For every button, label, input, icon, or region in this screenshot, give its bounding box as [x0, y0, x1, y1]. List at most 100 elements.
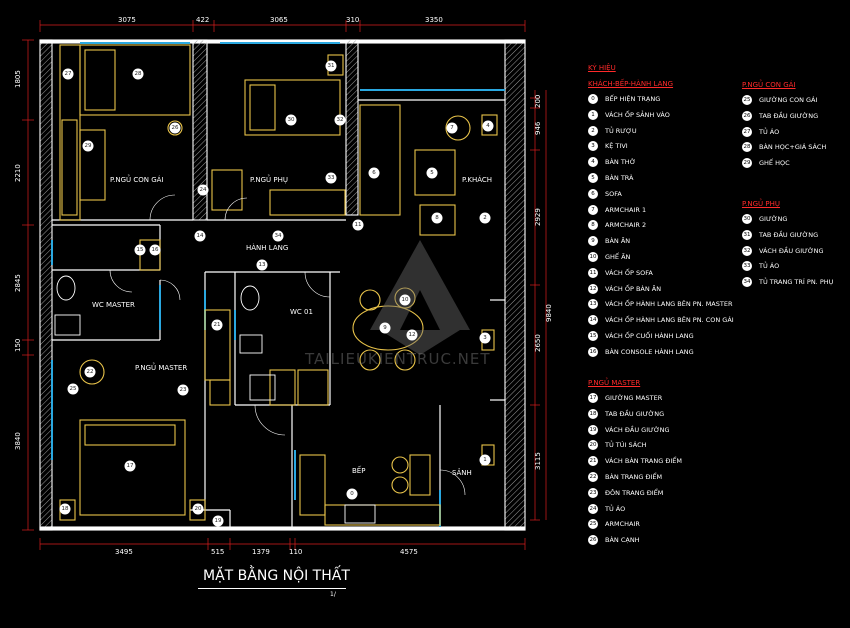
plan-marker-number: 33: [328, 175, 335, 181]
svg-text:SẢNH: SẢNH: [452, 468, 472, 477]
svg-text:3075: 3075: [118, 16, 136, 24]
watermark-logo: [370, 240, 470, 355]
plan-marker-bubble: [325, 60, 337, 72]
door-swings: [109, 194, 466, 496]
plan-marker-number: 14: [197, 233, 204, 239]
plan-marker-number: 10: [402, 297, 409, 303]
plan-marker-bubble: [285, 114, 297, 126]
plan-marker-bubble: [431, 212, 443, 224]
svg-text:1805: 1805: [14, 70, 22, 88]
svg-text:WC MASTER: WC MASTER: [92, 301, 135, 309]
plan-marker-bubble: [399, 294, 411, 306]
plan-marker-number: 32: [337, 117, 344, 123]
plan-marker-bubble: [256, 259, 268, 271]
svg-text:2210: 2210: [14, 164, 22, 182]
svg-text:150: 150: [14, 339, 22, 352]
svg-text:3065: 3065: [270, 16, 288, 24]
watermark-text: TAILIEUKIENTRUC.NET: [305, 350, 491, 368]
plan-marker-number: 13: [259, 262, 266, 268]
plan-marker-number: 18: [62, 506, 69, 512]
plan-marker-bubble: [325, 172, 337, 184]
plan-marker-number: 27: [65, 71, 72, 77]
plan-marker-number: 3: [483, 335, 487, 341]
svg-text:P.KHÁCH: P.KHÁCH: [462, 175, 492, 184]
plan-marker-number: 6: [372, 170, 376, 176]
windows: [51, 42, 505, 527]
plan-marker-bubble: [197, 184, 209, 196]
svg-text:BẾP: BẾP: [352, 465, 365, 475]
plan-marker-bubble: [426, 167, 438, 179]
plan-marker-number: 7: [450, 125, 454, 131]
plan-marker-bubble: [379, 322, 391, 334]
plan-marker-bubble: [479, 212, 491, 224]
svg-text:2650: 2650: [534, 334, 542, 352]
bathroom-fixtures: [54, 275, 376, 524]
plan-marker-number: 2: [483, 215, 487, 221]
svg-text:3840: 3840: [14, 432, 22, 450]
plan-marker-bubble: [192, 503, 204, 515]
plan-marker-bubble: [334, 114, 346, 126]
plan-marker-bubble: [346, 488, 358, 500]
plan-marker-number: 29: [85, 143, 92, 149]
svg-text:WC 01: WC 01: [290, 308, 313, 316]
plan-marker-number: 34: [275, 233, 282, 239]
svg-text:P.NGỦ MASTER: P.NGỦ MASTER: [135, 362, 187, 372]
plan-marker-number: 31: [328, 63, 335, 69]
plan-marker-number: 12: [409, 332, 416, 338]
drawing-scale: 1/: [330, 591, 336, 598]
plan-marker-bubble: [84, 366, 96, 378]
svg-text:515: 515: [211, 548, 224, 556]
plan-marker-number: 9: [383, 325, 387, 331]
dimension-lines: [22, 20, 547, 550]
svg-text:P.NGỦ PHỤ: P.NGỦ PHỤ: [250, 174, 288, 184]
plan-marker-number: 25: [70, 386, 77, 392]
plan-marker-number: 22: [87, 369, 94, 375]
svg-text:946: 946: [534, 121, 542, 135]
plan-marker-bubble: [368, 167, 380, 179]
svg-text:HÀNH LANG: HÀNH LANG: [246, 243, 288, 252]
svg-text:422: 422: [196, 16, 209, 24]
plan-marker-bubble: [482, 120, 494, 132]
svg-text:2929: 2929: [534, 208, 542, 226]
svg-text:3115: 3115: [534, 452, 542, 470]
plan-marker-number: 1: [483, 457, 487, 463]
plan-marker-bubble: [211, 319, 223, 331]
plan-marker-number: 11: [355, 222, 362, 228]
plan-marker-bubble: [67, 383, 79, 395]
plan-marker-number: 24: [200, 187, 207, 193]
svg-text:110: 110: [289, 548, 302, 556]
svg-text:310: 310: [346, 16, 359, 24]
plan-marker-bubble: [132, 68, 144, 80]
plan-marker-number: 21: [214, 322, 221, 328]
plan-marker-bubble: [212, 515, 224, 527]
plan-marker-number: 15: [137, 247, 144, 253]
plan-marker-number: 19: [215, 518, 222, 524]
svg-text:1379: 1379: [252, 548, 270, 556]
plan-marker-number: 20: [195, 506, 202, 512]
svg-text:3350: 3350: [425, 16, 443, 24]
plan-marker-number: 5: [430, 170, 434, 176]
plan-marker-number: 26: [172, 125, 179, 131]
plan-marker-bubble: [124, 460, 136, 472]
svg-text:3495: 3495: [115, 548, 133, 556]
plan-marker-number: 4: [486, 123, 490, 129]
plan-marker-bubble: [82, 140, 94, 152]
plan-marker-bubble: [446, 122, 458, 134]
plan-marker-bubble: [62, 68, 74, 80]
svg-text:P.NGỦ CON GÁI: P.NGỦ CON GÁI: [110, 174, 164, 184]
svg-text:2845: 2845: [14, 274, 22, 292]
plan-marker-bubble: [169, 122, 181, 134]
plan-marker-bubble: [479, 332, 491, 344]
svg-text:9840: 9840: [545, 304, 553, 322]
plan-marker-bubble: [479, 454, 491, 466]
room-labels: P.NGỦ CON GÁI P.NGỦ PHỤ P.KHÁCH HÀNH LAN…: [92, 174, 492, 477]
plan-marker-number: 30: [288, 117, 295, 123]
plan-marker-number: 23: [180, 387, 187, 393]
plan-marker-number: 0: [350, 491, 354, 497]
plan-marker-bubble: [272, 230, 284, 242]
plan-marker-bubble: [352, 219, 364, 231]
plan-marker-number: 16: [152, 247, 159, 253]
plan-marker-bubble: [406, 329, 418, 341]
